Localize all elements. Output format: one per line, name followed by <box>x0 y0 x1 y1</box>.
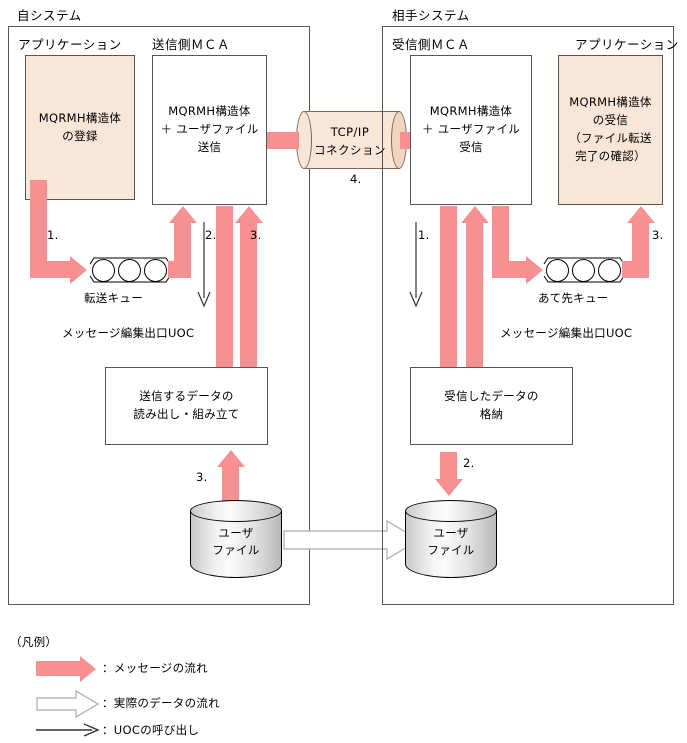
message-flow-file-read-arrowhead <box>216 450 245 467</box>
remote-system-frame <box>382 26 674 605</box>
box-read-assemble-text: 送信するデータの 読み出し・組み立て <box>133 389 240 421</box>
message-flow-file-read-bar <box>222 466 239 502</box>
message-flow-step3-up-bar <box>240 222 257 387</box>
legend-message-flow-text: ：メッセージの流れ <box>102 661 208 675</box>
step-number-local-3: 3. <box>250 228 262 242</box>
local-uoc-label: メッセージ編集出口UOC <box>62 326 195 340</box>
tcpip-connection: TCP/IP コネクション <box>296 111 407 169</box>
destination-queue-slot <box>572 259 595 282</box>
box-mqrmh-receive-text: MQRMH構造体 ＋ ユーザファイル 受信 <box>421 104 521 154</box>
tcpip-connection-number: 4. <box>350 172 362 186</box>
message-flow-to-destination-queue-horizontal <box>492 261 528 278</box>
legend-message-flow-icon-head <box>80 655 96 682</box>
legend-uoc-call-icon <box>36 723 100 737</box>
legend-message-flow-icon-bar <box>36 661 82 676</box>
remote-application-group-label: アプリケーション <box>575 37 679 52</box>
message-flow-to-destination-queue-arrowhead <box>526 255 543 284</box>
transfer-queue-label: 転送キュー <box>84 291 143 305</box>
cylinder-user-file-local-body <box>190 511 282 578</box>
box-mqrmh-send: MQRMH構造体 ＋ ユーザファイル 送信 <box>152 55 267 205</box>
cylinder-user-file-remote-body <box>405 511 497 578</box>
message-flow-step2-arrowhead <box>168 206 197 223</box>
message-flow-step3-up-arrowhead <box>234 206 263 223</box>
local-sender-mca-group-label: 送信側ＭＣＡ <box>152 37 231 52</box>
cylinder-user-file-remote-text: ユーザ ファイル <box>427 526 475 558</box>
uoc-call-arrow-remote-glyph <box>409 222 423 308</box>
legend-item-actual-data-flow: ：実際のデータの流れ <box>36 689 336 719</box>
box-mqrmh-confirm: MQRMH構造体 の受信 （ファイル転送 完了の確認） <box>558 55 663 205</box>
message-flow-step2-vertical <box>174 222 191 267</box>
step-number-remote-3: 3. <box>652 228 664 242</box>
box-mqrmh-receive: MQRMH構造体 ＋ ユーザファイル 受信 <box>410 55 532 205</box>
step-number-remote-1: 1. <box>418 228 430 242</box>
step-number-local-2: 2. <box>205 228 217 242</box>
box-mqrmh-register-text: MQRMH構造体 の登録 <box>38 110 122 143</box>
legend-item-uoc-call: ：UOCの呼び出し <box>36 722 336 742</box>
tcpip-connection-body <box>304 111 400 169</box>
local-system-frame <box>8 26 310 605</box>
message-flow-step1-arrowhead <box>70 255 87 284</box>
cylinder-user-file-remote-top <box>405 500 497 522</box>
message-flow-step1-horizontal <box>30 261 72 278</box>
remote-receiver-mca-group-label: 受信側ＭＣＡ <box>392 37 471 52</box>
cylinder-user-file-local-text: ユーザ ファイル <box>212 526 260 558</box>
transfer-queue-slot <box>92 259 115 282</box>
step-number-local-1: 1. <box>47 228 59 242</box>
tcpip-connection-text: TCP/IP コネクション <box>314 125 386 158</box>
message-flow-remote-step3-vertical <box>632 222 649 267</box>
uoc-call-arrow-remote <box>408 222 424 308</box>
uoc-call-arrow-local-glyph <box>197 222 211 308</box>
message-flow-file-write-arrowhead <box>434 479 463 496</box>
message-flow-remote-up-arrowhead <box>460 206 489 223</box>
message-flow-file-write-bar <box>440 452 457 482</box>
cylinder-user-file-local: ユーザ ファイル <box>190 500 282 578</box>
legend-item-message-flow: ：メッセージの流れ <box>36 655 336 683</box>
cylinder-user-file-remote: ユーザ ファイル <box>405 500 497 578</box>
actual-data-flow-arrow-glyph <box>283 519 421 561</box>
destination-queue-slot <box>598 259 621 282</box>
legend-actual-data-flow-text: ：実際のデータの流れ <box>102 696 220 710</box>
message-flow-to-tcpip <box>267 132 299 149</box>
cylinder-user-file-local-top <box>190 500 282 522</box>
box-mqrmh-confirm-text: MQRMH構造体 の受信 （ファイル転送 完了の確認） <box>569 95 652 163</box>
uoc-call-arrow-local <box>196 222 212 308</box>
step-number-local-3b: 3. <box>196 470 208 484</box>
message-flow-step3-down-bar <box>216 206 233 374</box>
box-mqrmh-send-text: MQRMH構造体 ＋ ユーザファイル 送信 <box>160 104 259 154</box>
message-flow-remote-up-bar <box>466 222 483 387</box>
actual-data-flow-arrow <box>283 519 421 561</box>
step-number-remote-2: 2. <box>463 456 475 470</box>
local-system-label: 自システム <box>17 8 82 23</box>
message-flow-remote-down-bar <box>440 206 457 374</box>
box-read-assemble: 送信するデータの 読み出し・組み立て <box>105 367 268 445</box>
destination-queue-slot <box>546 259 569 282</box>
transfer-queue-slot <box>144 259 167 282</box>
legend-title: （凡例） <box>10 635 58 649</box>
local-application-group-label: アプリケーション <box>18 37 122 52</box>
transfer-queue-slot <box>118 259 141 282</box>
message-flow-remote-step3-arrowhead <box>626 206 655 223</box>
box-store-received-text: 受信したデータの 格納 <box>444 389 539 421</box>
destination-queue-label: あて先キュー <box>538 291 609 305</box>
message-flow-step1-vertical <box>30 180 47 278</box>
legend-actual-data-flow-icon <box>36 689 100 719</box>
remote-system-label: 相手システム <box>392 8 470 23</box>
message-flow-to-destination-queue-vertical <box>492 206 509 278</box>
legend-uoc-call-text: ：UOCの呼び出し <box>102 723 200 737</box>
box-store-received: 受信したデータの 格納 <box>410 367 573 445</box>
remote-uoc-label: メッセージ編集出口UOC <box>500 326 633 340</box>
box-mqrmh-register: MQRMH構造体 の登録 <box>25 55 135 200</box>
